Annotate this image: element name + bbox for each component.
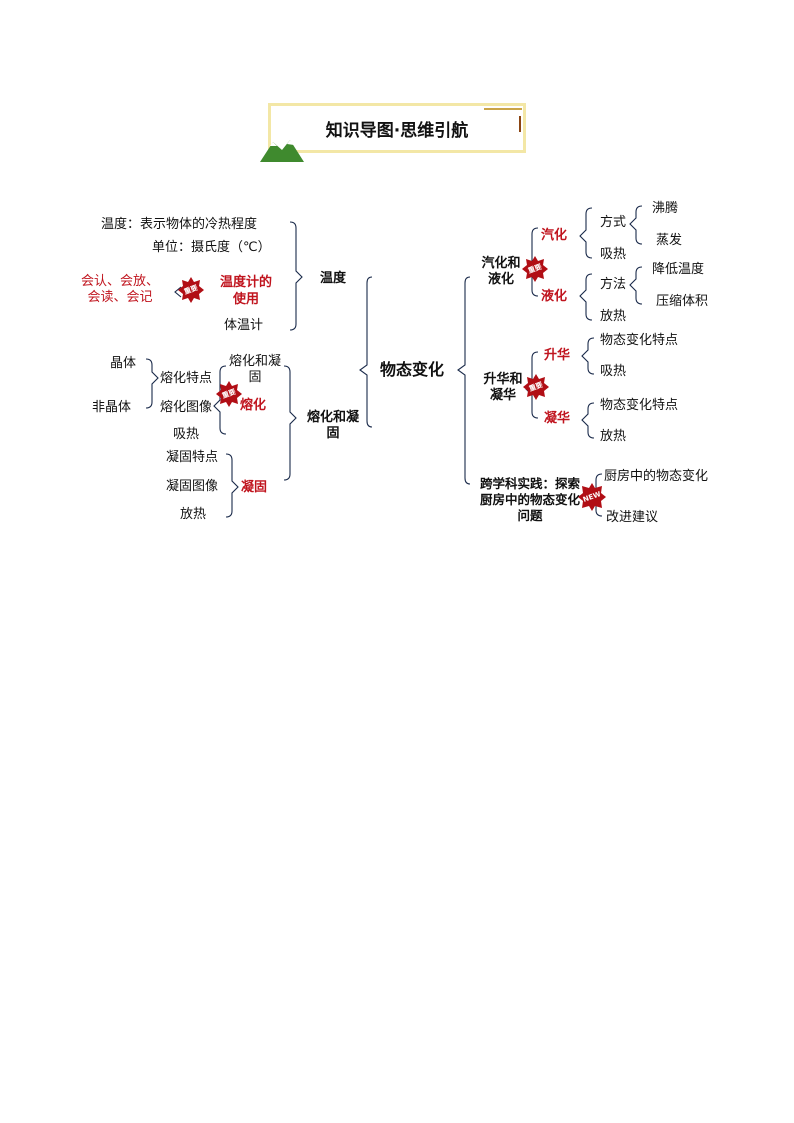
solidifying-brace — [225, 453, 239, 518]
thermometer-usage-node: 温度计的使用 — [219, 275, 272, 307]
solidifying-feature: 凝固特点 — [166, 450, 219, 465]
liquefy-approach: 方法 — [600, 277, 627, 292]
method-boiling: 沸腾 — [652, 201, 679, 216]
new-badge: NEW — [578, 483, 606, 511]
deposit-brace — [581, 402, 595, 439]
melting-solidifying-subnode: 熔化和凝固 — [228, 354, 281, 385]
liquefy-brace — [579, 273, 593, 321]
burst-badge-icon — [522, 256, 548, 282]
thermometer-connector — [174, 286, 182, 298]
burst-badge-icon — [178, 277, 204, 303]
root-left-brace — [359, 276, 373, 428]
temperature-brace — [289, 221, 303, 331]
liquefy-node: 液化 — [541, 289, 568, 304]
vaporize-brace — [579, 207, 593, 259]
solidifying-graph: 凝固图像 — [166, 479, 219, 494]
burst-badge-icon — [216, 381, 242, 407]
temperature-definition: 温度：表示物体的冷热程度 — [101, 217, 258, 232]
important-badge: 重要 — [522, 256, 548, 282]
approach-compression: 压缩体积 — [656, 294, 709, 309]
practice-node: 跨学科实践：探索厨房中的物态变化问题 — [479, 476, 580, 523]
approach-brace — [629, 266, 643, 305]
mountain-icon — [260, 140, 304, 162]
deposit-node: 凝华 — [544, 411, 571, 426]
thermometer-skill-1: 会认、会放、 — [80, 274, 159, 289]
important-badge: 重要 — [523, 374, 549, 400]
melting-solidifying-brace — [283, 365, 297, 481]
root-node: 物态变化 — [380, 360, 445, 379]
melting-solidifying-node: 熔化和凝固 — [306, 410, 359, 441]
important-badge: 重要 — [216, 381, 242, 407]
crystal-label: 晶体 — [110, 356, 137, 371]
noncrystal-label: 非晶体 — [92, 400, 132, 415]
sublimation-node: 升华和凝华 — [483, 372, 523, 403]
new-burst-icon — [578, 483, 606, 511]
root-right-brace — [457, 276, 471, 485]
burst-badge-icon — [523, 374, 549, 400]
vaporize-absorb: 吸热 — [600, 247, 627, 262]
method-brace — [629, 205, 643, 245]
crystal-brace — [145, 358, 159, 409]
title-corner-decoration — [484, 108, 522, 132]
solidifying-release: 放热 — [180, 507, 207, 522]
melting-brace — [213, 365, 227, 435]
temperature-unit: 单位：摄氏度（℃） — [152, 240, 271, 255]
clinical-thermometer: 体温计 — [224, 318, 264, 333]
sublimate-feature: 物态变化特点 — [600, 333, 679, 348]
melting-node: 熔化 — [240, 398, 267, 413]
deposit-feature: 物态变化特点 — [600, 398, 679, 413]
practice-suggestion: 改进建议 — [606, 510, 659, 525]
title-frame: 知识导图·思维引航 — [268, 103, 526, 153]
method-evaporation: 蒸发 — [656, 233, 683, 248]
solidifying-node: 凝固 — [241, 480, 268, 495]
thermometer-skill-2: 会读、会记 — [87, 290, 153, 305]
important-badge: 重要 — [178, 277, 204, 303]
melting-graph: 熔化图像 — [160, 400, 213, 415]
approach-cooling: 降低温度 — [652, 262, 705, 277]
melting-absorb: 吸热 — [173, 427, 200, 442]
page-title: 知识导图·思维引航 — [325, 120, 469, 141]
vaporization-node: 汽化和液化 — [481, 256, 521, 287]
temperature-node: 温度 — [320, 271, 347, 286]
melting-feature: 熔化特点 — [160, 371, 213, 386]
sublimate-absorb: 吸热 — [600, 364, 627, 379]
liquefy-release: 放热 — [600, 309, 627, 324]
vaporize-node: 汽化 — [541, 228, 568, 243]
sublimate-node: 升华 — [544, 348, 571, 363]
deposit-release: 放热 — [600, 429, 627, 444]
vaporize-method: 方式 — [600, 215, 627, 230]
sublimate-brace — [581, 337, 595, 375]
practice-kitchen: 厨房中的物态变化 — [604, 469, 709, 484]
